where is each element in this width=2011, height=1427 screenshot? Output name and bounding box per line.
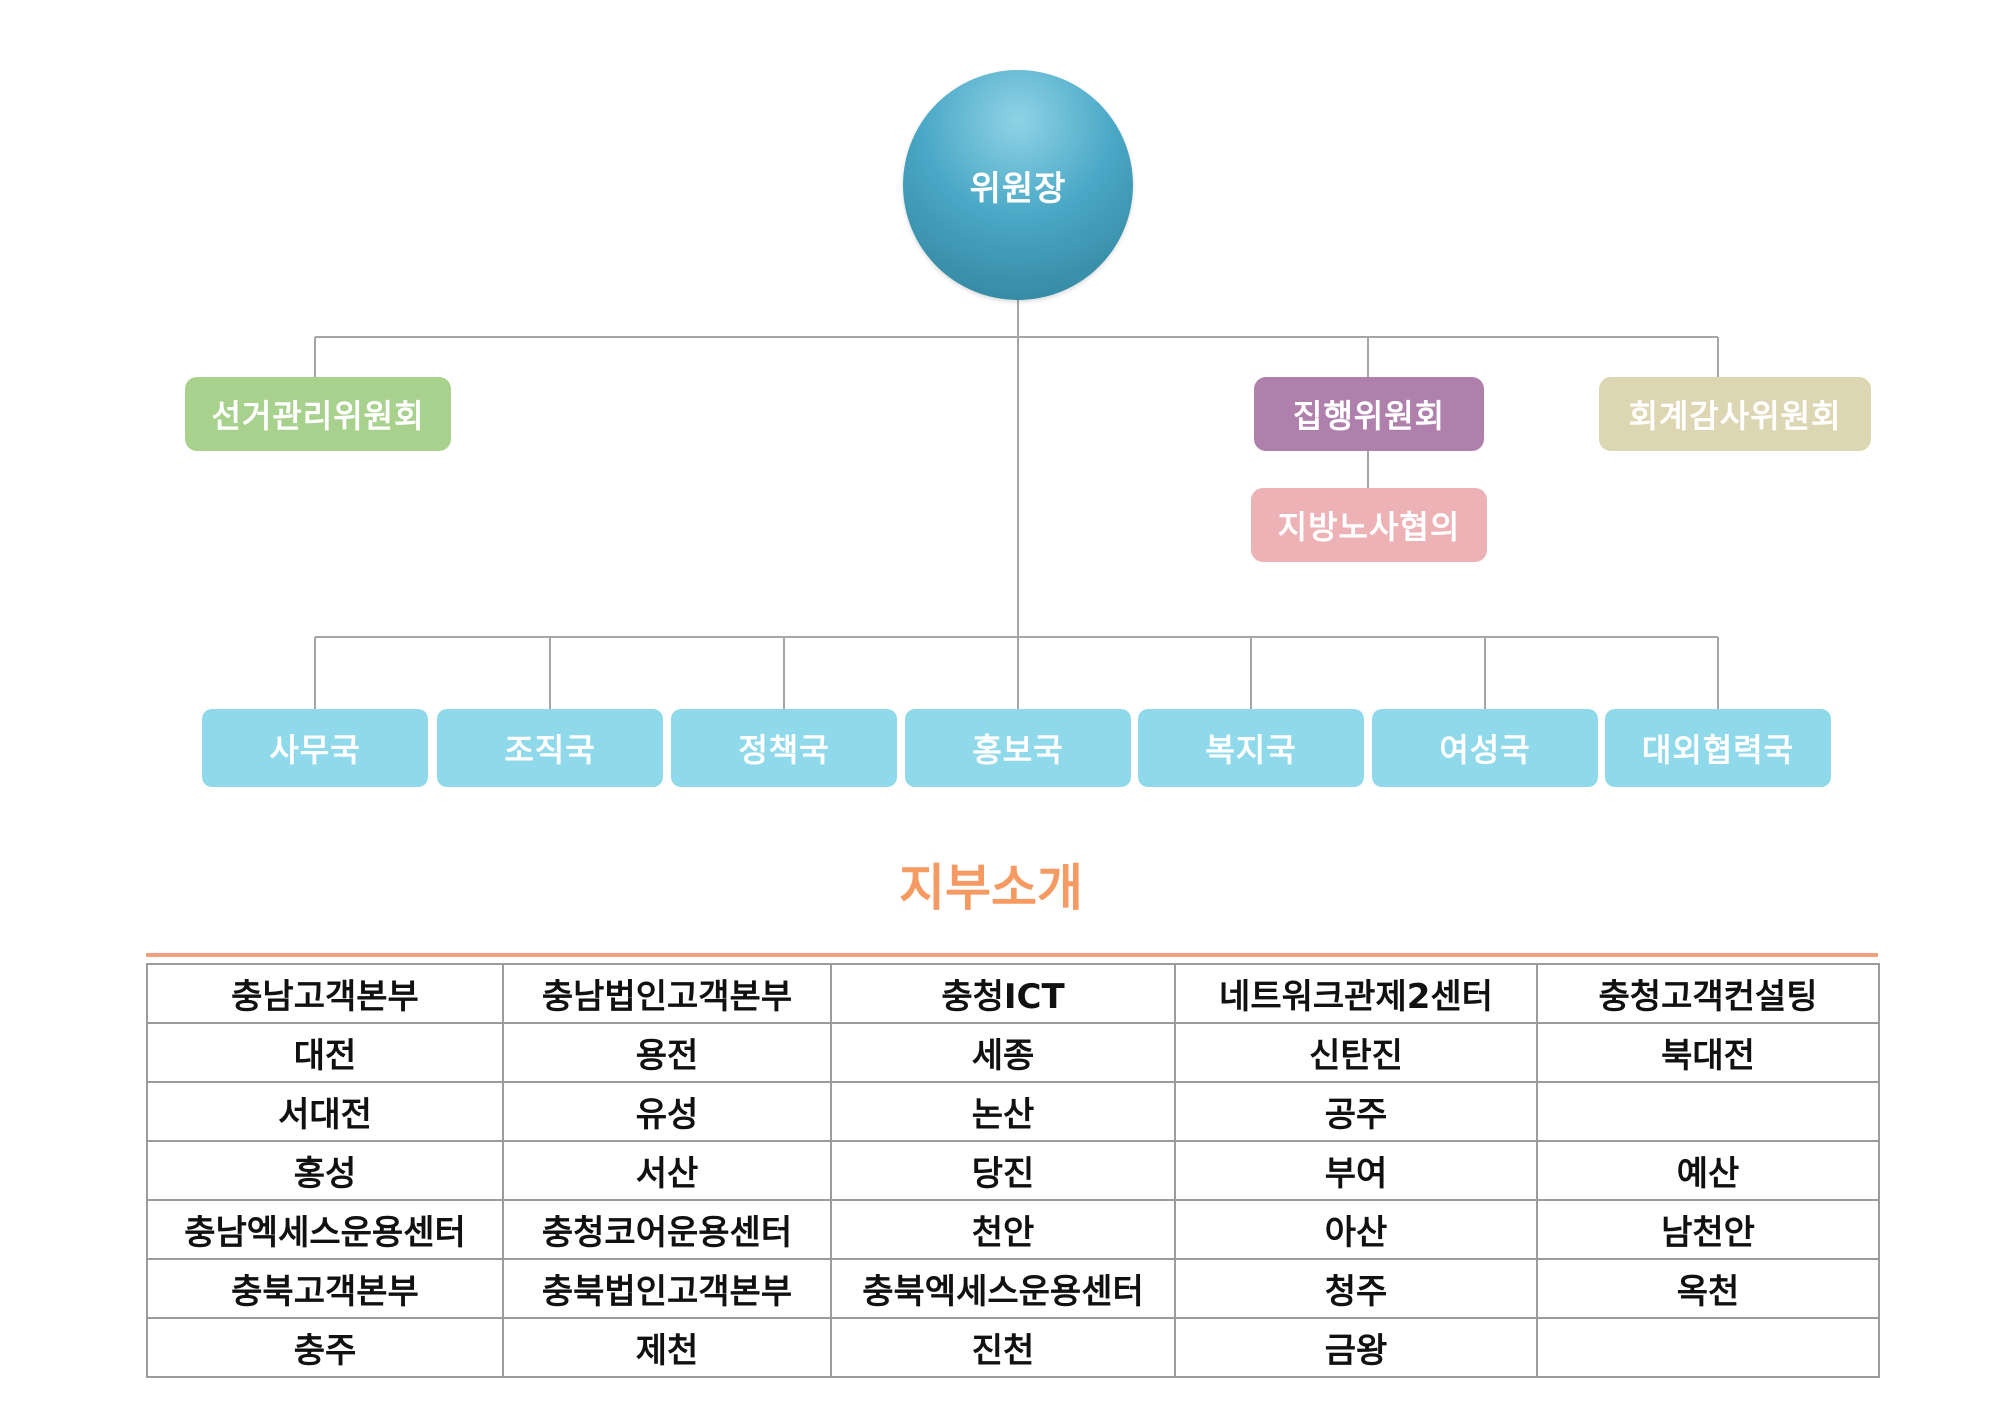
table-cell: 신탄진 bbox=[1174, 1022, 1538, 1083]
table-cell: 유성 bbox=[502, 1081, 832, 1142]
department-node: 홍보국 bbox=[905, 709, 1131, 787]
department-node: 대외협력국 bbox=[1605, 709, 1831, 787]
table-cell: 충북고객본부 bbox=[146, 1258, 504, 1319]
org-connector-lines bbox=[314, 300, 1719, 709]
table-cell: 충남고객본부 bbox=[146, 963, 504, 1024]
table-cell: 서산 bbox=[502, 1140, 832, 1201]
table-cell: 충청코어운용센터 bbox=[502, 1199, 832, 1260]
table-row: 충남고객본부 충남법인고객본부 충청ICT 네트워크관제2센터 충청고객컨설팅 bbox=[146, 963, 1880, 1024]
table-cell: 예산 bbox=[1536, 1140, 1880, 1201]
table-row: 충북고객본부 충북법인고객본부 충북엑세스운용센터 청주 옥천 bbox=[146, 1258, 1880, 1319]
executive-committee-node: 집행위원회 bbox=[1254, 377, 1484, 451]
table-cell: 제천 bbox=[502, 1317, 832, 1378]
table-row: 충남엑세스운용센터 충청코어운용센터 천안 아산 남천안 bbox=[146, 1199, 1880, 1260]
table-cell: 대전 bbox=[146, 1022, 504, 1083]
table-cell: 세종 bbox=[830, 1022, 1176, 1083]
table-cell: 충북엑세스운용센터 bbox=[830, 1258, 1176, 1319]
department-node: 사무국 bbox=[202, 709, 428, 787]
table-cell: 용전 bbox=[502, 1022, 832, 1083]
department-node: 조직국 bbox=[437, 709, 663, 787]
table-cell: 충남엑세스운용센터 bbox=[146, 1199, 504, 1260]
chairman-node: 위원장 bbox=[903, 70, 1133, 300]
table-cell: 금왕 bbox=[1174, 1317, 1538, 1378]
table-cell: 충주 bbox=[146, 1317, 504, 1378]
table-cell: 당진 bbox=[830, 1140, 1176, 1201]
table-row: 대전 용전 세종 신탄진 북대전 bbox=[146, 1022, 1880, 1083]
table-cell bbox=[1536, 1081, 1880, 1142]
table-cell: 논산 bbox=[830, 1081, 1176, 1142]
table-cell: 옥천 bbox=[1536, 1258, 1880, 1319]
table-cell bbox=[1536, 1317, 1880, 1378]
branch-table: 충남고객본부 충남법인고객본부 충청ICT 네트워크관제2센터 충청고객컨설팅 … bbox=[146, 963, 1880, 1378]
table-cell: 서대전 bbox=[146, 1081, 504, 1142]
table-cell: 충청고객컨설팅 bbox=[1536, 963, 1880, 1024]
table-cell: 남천안 bbox=[1536, 1199, 1880, 1260]
department-node: 여성국 bbox=[1372, 709, 1598, 787]
labor-council-node: 지방노사협의 bbox=[1251, 488, 1487, 562]
table-cell: 천안 bbox=[830, 1199, 1176, 1260]
department-node: 정책국 bbox=[671, 709, 897, 787]
table-cell: 네트워크관제2센터 bbox=[1174, 963, 1538, 1024]
department-node: 복지국 bbox=[1138, 709, 1364, 787]
table-cell: 진천 bbox=[830, 1317, 1176, 1378]
table-row: 서대전 유성 논산 공주 bbox=[146, 1081, 1880, 1142]
table-cell: 북대전 bbox=[1536, 1022, 1880, 1083]
table-cell: 아산 bbox=[1174, 1199, 1538, 1260]
table-cell: 공주 bbox=[1174, 1081, 1538, 1142]
election-committee-node: 선거관리위원회 bbox=[185, 377, 451, 451]
audit-committee-node: 회계감사위원회 bbox=[1599, 377, 1871, 451]
table-row: 충주 제천 진천 금왕 bbox=[146, 1317, 1880, 1378]
table-row: 홍성 서산 당진 부여 예산 bbox=[146, 1140, 1880, 1201]
table-cell: 청주 bbox=[1174, 1258, 1538, 1319]
table-cell: 부여 bbox=[1174, 1140, 1538, 1201]
table-cell: 충북법인고객본부 bbox=[502, 1258, 832, 1319]
table-cell: 홍성 bbox=[146, 1140, 504, 1201]
branches-section-title: 지부소개 bbox=[899, 859, 1083, 917]
section-divider bbox=[146, 953, 1878, 957]
table-cell: 충남법인고객본부 bbox=[502, 963, 832, 1024]
table-cell: 충청ICT bbox=[830, 963, 1176, 1024]
